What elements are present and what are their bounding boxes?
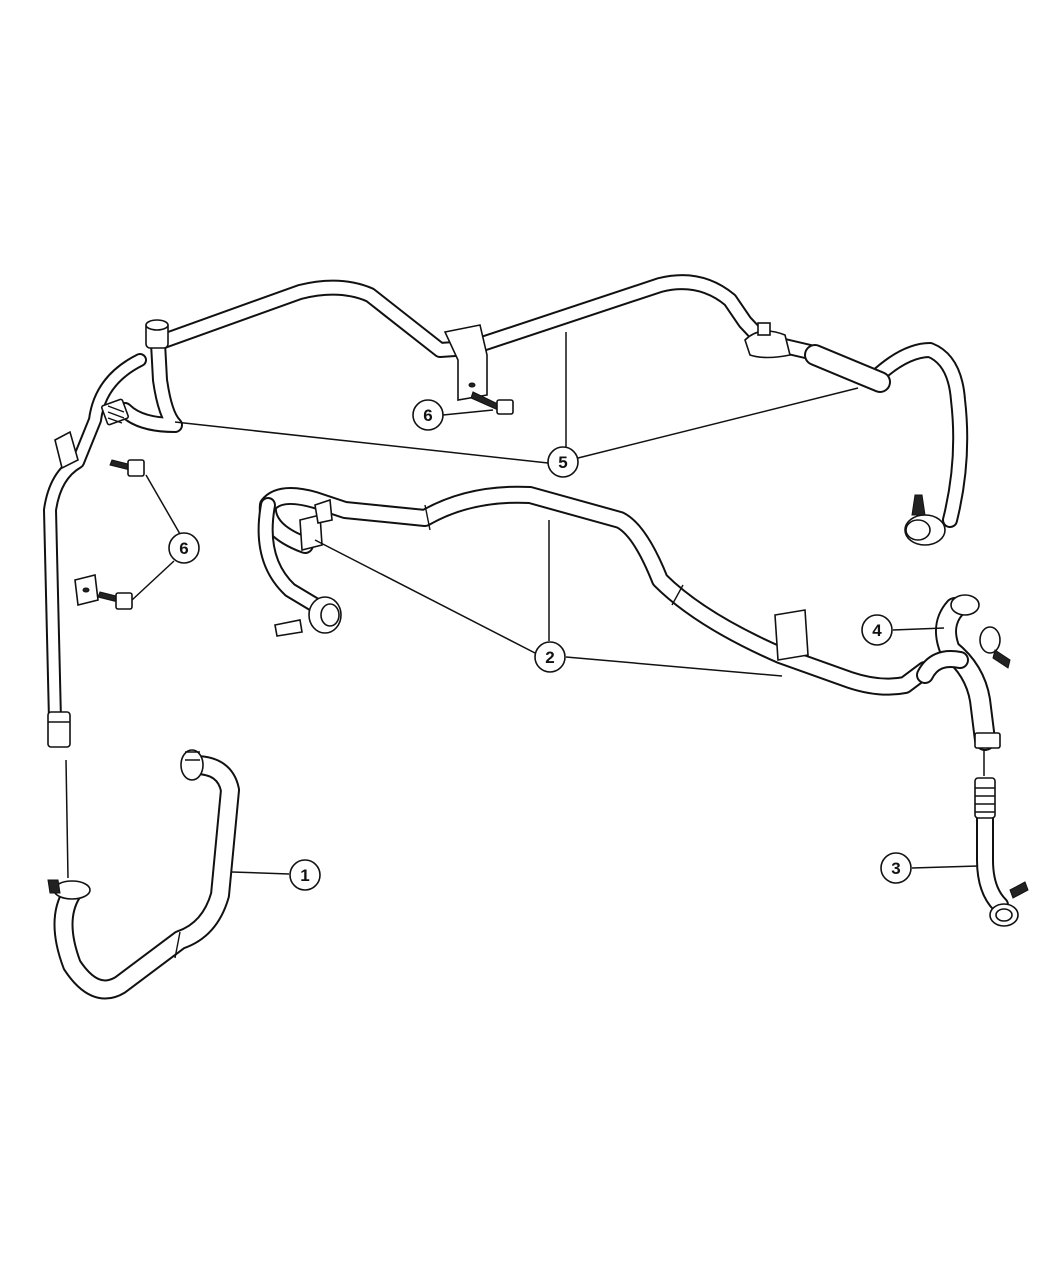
leader-1	[231, 871, 290, 875]
leader-lines	[65, 332, 985, 879]
callout-3: 3	[880, 852, 912, 884]
leader-5b	[577, 387, 859, 459]
part-4-hose	[916, 594, 1011, 751]
part-1-hose	[47, 749, 240, 1000]
callout-4: 4	[861, 614, 893, 646]
callout-6-left: 6	[168, 532, 200, 564]
leader-6-left-b	[131, 560, 175, 601]
leader-6-left-a	[145, 474, 181, 535]
part-3-hose	[974, 777, 1029, 927]
part-5-upper-hose	[43, 274, 969, 748]
alignment-line-left	[65, 759, 69, 879]
bolt-left-upper	[109, 459, 145, 477]
svg-text:5: 5	[558, 453, 567, 472]
part-2-middle-hose	[257, 485, 934, 696]
svg-text:1: 1	[300, 866, 309, 885]
leader-2a	[314, 539, 536, 654]
leader-3	[911, 865, 979, 869]
callout-5: 5	[547, 446, 579, 478]
svg-text:4: 4	[872, 621, 882, 640]
svg-text:6: 6	[423, 406, 432, 425]
bolt-left-lower	[97, 591, 133, 610]
bolt-upper	[470, 391, 514, 415]
callout-2: 2	[534, 641, 566, 673]
leader-5a	[174, 421, 549, 464]
callout-6-upper: 6	[412, 399, 444, 431]
callout-1: 1	[289, 859, 321, 891]
svg-text:6: 6	[179, 539, 188, 558]
svg-text:3: 3	[891, 859, 900, 878]
leader-4	[892, 627, 945, 631]
svg-text:2: 2	[545, 648, 554, 667]
leader-2c	[565, 656, 783, 677]
leader-6-upper	[442, 409, 494, 416]
